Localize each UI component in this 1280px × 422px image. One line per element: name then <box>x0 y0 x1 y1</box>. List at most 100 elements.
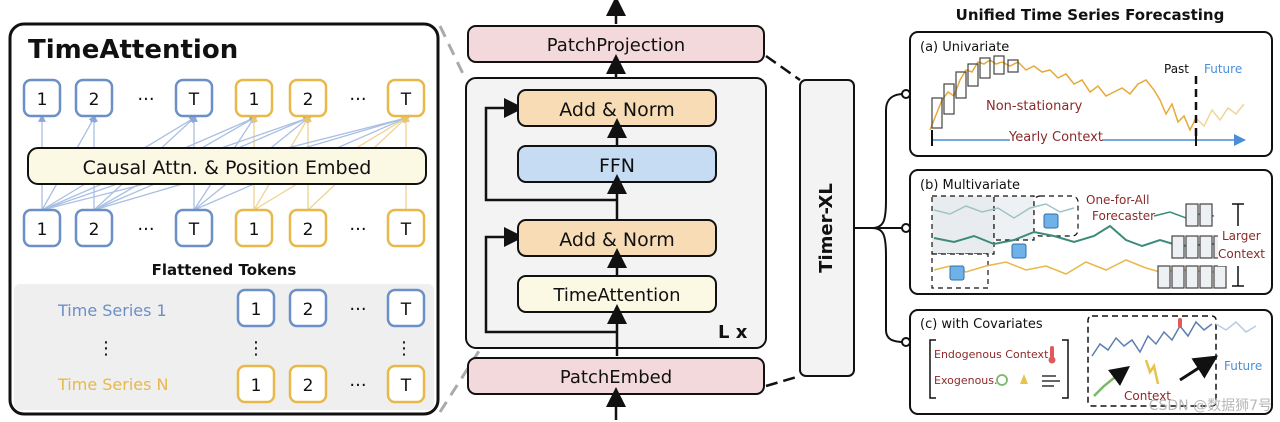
add-norm-top-label: Add & Norm <box>559 99 675 121</box>
output-token-yellow-T <box>386 78 426 118</box>
multivariate-series-2 <box>933 224 1215 248</box>
larger-context-line2: Context <box>1218 247 1265 261</box>
univariate-patch <box>993 55 1005 75</box>
forecaster-cube-icon <box>1011 243 1027 259</box>
multivariate-patch <box>1171 235 1185 259</box>
output-token-blue-T <box>174 78 214 118</box>
larger-context-line1: Larger <box>1222 229 1261 243</box>
series-1-token-T <box>386 288 426 328</box>
exogenous-label: Exogenous. <box>934 374 998 387</box>
series-1-token-1 <box>236 288 276 328</box>
one-for-all-label-line1: One-for-All <box>1086 193 1149 207</box>
input-token-label-yellow-2: 2 <box>303 220 314 240</box>
covariate-green-series <box>1093 366 1130 397</box>
input-ellipsis-blue: ··· <box>137 219 154 240</box>
output-token-label-blue-T: T <box>188 90 200 110</box>
time-series-n-label: Time Series N <box>57 375 169 394</box>
output-ellipsis-blue: ··· <box>137 89 154 110</box>
univariate-patch <box>943 83 955 115</box>
multivariate-patch <box>1199 265 1213 289</box>
one-for-all-label-line2: Forecaster <box>1092 209 1155 223</box>
endogenous-context-label: Endogenous Context <box>934 348 1049 361</box>
input-token-yellow-2 <box>288 208 328 248</box>
input-token-blue-2 <box>74 208 114 248</box>
add-norm-bottom-label: Add & Norm <box>559 229 675 251</box>
time-attention-block-label: TimeAttention <box>552 285 680 306</box>
univariate-patch <box>979 57 991 79</box>
series-n-token-label-T: T <box>400 376 412 396</box>
vdots-3: ⋮ <box>395 338 413 359</box>
univariate-patch <box>967 63 979 87</box>
flattened-tokens-label: Flattened Tokens <box>152 261 297 279</box>
output-token-label-yellow-1: 1 <box>249 90 260 110</box>
covariate-future-label: Future <box>1224 359 1262 373</box>
output-token-label-blue-2: 2 <box>89 90 100 110</box>
connector-embed-timer <box>765 374 801 388</box>
watermark: CSDN @数据狮7号 <box>1149 398 1272 414</box>
vdots-1: ⋮ <box>97 338 115 359</box>
time-attention-title: TimeAttention <box>28 35 238 65</box>
input-token-blue-T <box>174 208 214 248</box>
covariates-label: (c) with Covariates <box>920 317 1043 332</box>
univariate-panel: (a) Univariate Past Future Non-stationar… <box>909 31 1273 157</box>
series-1-token-label-1: 1 <box>251 300 262 320</box>
multivariate-patch <box>1185 235 1199 259</box>
series-1-token-label-2: 2 <box>303 300 314 320</box>
multivariate-label: (b) Multivariate <box>920 178 1020 193</box>
vdots-2: ⋮ <box>247 338 265 359</box>
multivariate-series-1 <box>933 203 1075 219</box>
ffn-label: FFN <box>599 155 635 177</box>
output-ellipsis-yellow: ··· <box>349 89 366 110</box>
univariate-patches <box>931 55 1019 129</box>
univariate-patch <box>955 71 967 99</box>
multivariate-patch <box>1157 265 1171 289</box>
input-token-label-yellow-T: T <box>400 220 412 240</box>
series-n-token-label-2: 2 <box>303 376 314 396</box>
output-token-label-blue-1: 1 <box>37 90 48 110</box>
univariate-patch <box>1007 59 1019 73</box>
zoom-line-top <box>438 25 468 81</box>
forecaster-cube-icon <box>1043 213 1059 229</box>
multivariate-panel: (b) Multivariate One-for-All Forecaster … <box>909 169 1273 295</box>
wind-icon <box>1042 375 1060 387</box>
layer-repeat-label: L x <box>718 322 748 343</box>
patch-projection-label: PatchProjection <box>547 35 685 56</box>
forecaster-cubes <box>949 213 1059 281</box>
connector-projection-timer <box>765 54 801 82</box>
multivariate-series-3 <box>933 259 1215 275</box>
residual-connection-top <box>484 98 616 202</box>
thermometer-icon <box>1050 346 1054 358</box>
timer-xl-label: Timer-XL <box>816 183 837 273</box>
causal-attention-label: Causal Attn. & Position Embed <box>83 157 372 179</box>
multivariate-patch <box>1171 265 1185 289</box>
series-n-token-1 <box>236 364 276 404</box>
univariate-future-line <box>1195 103 1245 128</box>
input-token-label-blue-1: 1 <box>37 220 48 240</box>
univariate-patch <box>931 97 943 129</box>
multivariate-patches <box>1157 203 1227 289</box>
multivariate-patch <box>1199 203 1213 227</box>
covariate-yellow-series <box>1144 359 1160 385</box>
multivariate-patch <box>1185 203 1199 227</box>
time-attention-panel: TimeAttention 1 2 ··· T 1 2 ··· T Causal Attn. … <box>8 22 440 416</box>
non-stationary-label: Non-stationary <box>986 99 1083 114</box>
output-token-label-yellow-T: T <box>400 90 412 110</box>
future-label: Future <box>1204 62 1242 76</box>
series-n-token-2 <box>288 364 328 404</box>
output-token-blue-2 <box>74 78 114 118</box>
output-token-yellow-1 <box>234 78 274 118</box>
yearly-context-label: Yearly Context <box>1008 130 1103 145</box>
time-series-1-label: Time Series 1 <box>57 301 167 320</box>
multivariate-patch <box>1213 265 1227 289</box>
input-token-label-yellow-1: 1 <box>249 220 260 240</box>
forecaster-cube-icon <box>949 265 965 281</box>
series-n-token-label-1: 1 <box>251 376 262 396</box>
transformer-block: PatchProjection Add & Norm FFN Add & Nor… <box>465 0 767 420</box>
light-icon <box>1020 374 1028 384</box>
univariate-label: (a) Univariate <box>920 40 1009 55</box>
input-token-yellow-T <box>386 208 426 248</box>
